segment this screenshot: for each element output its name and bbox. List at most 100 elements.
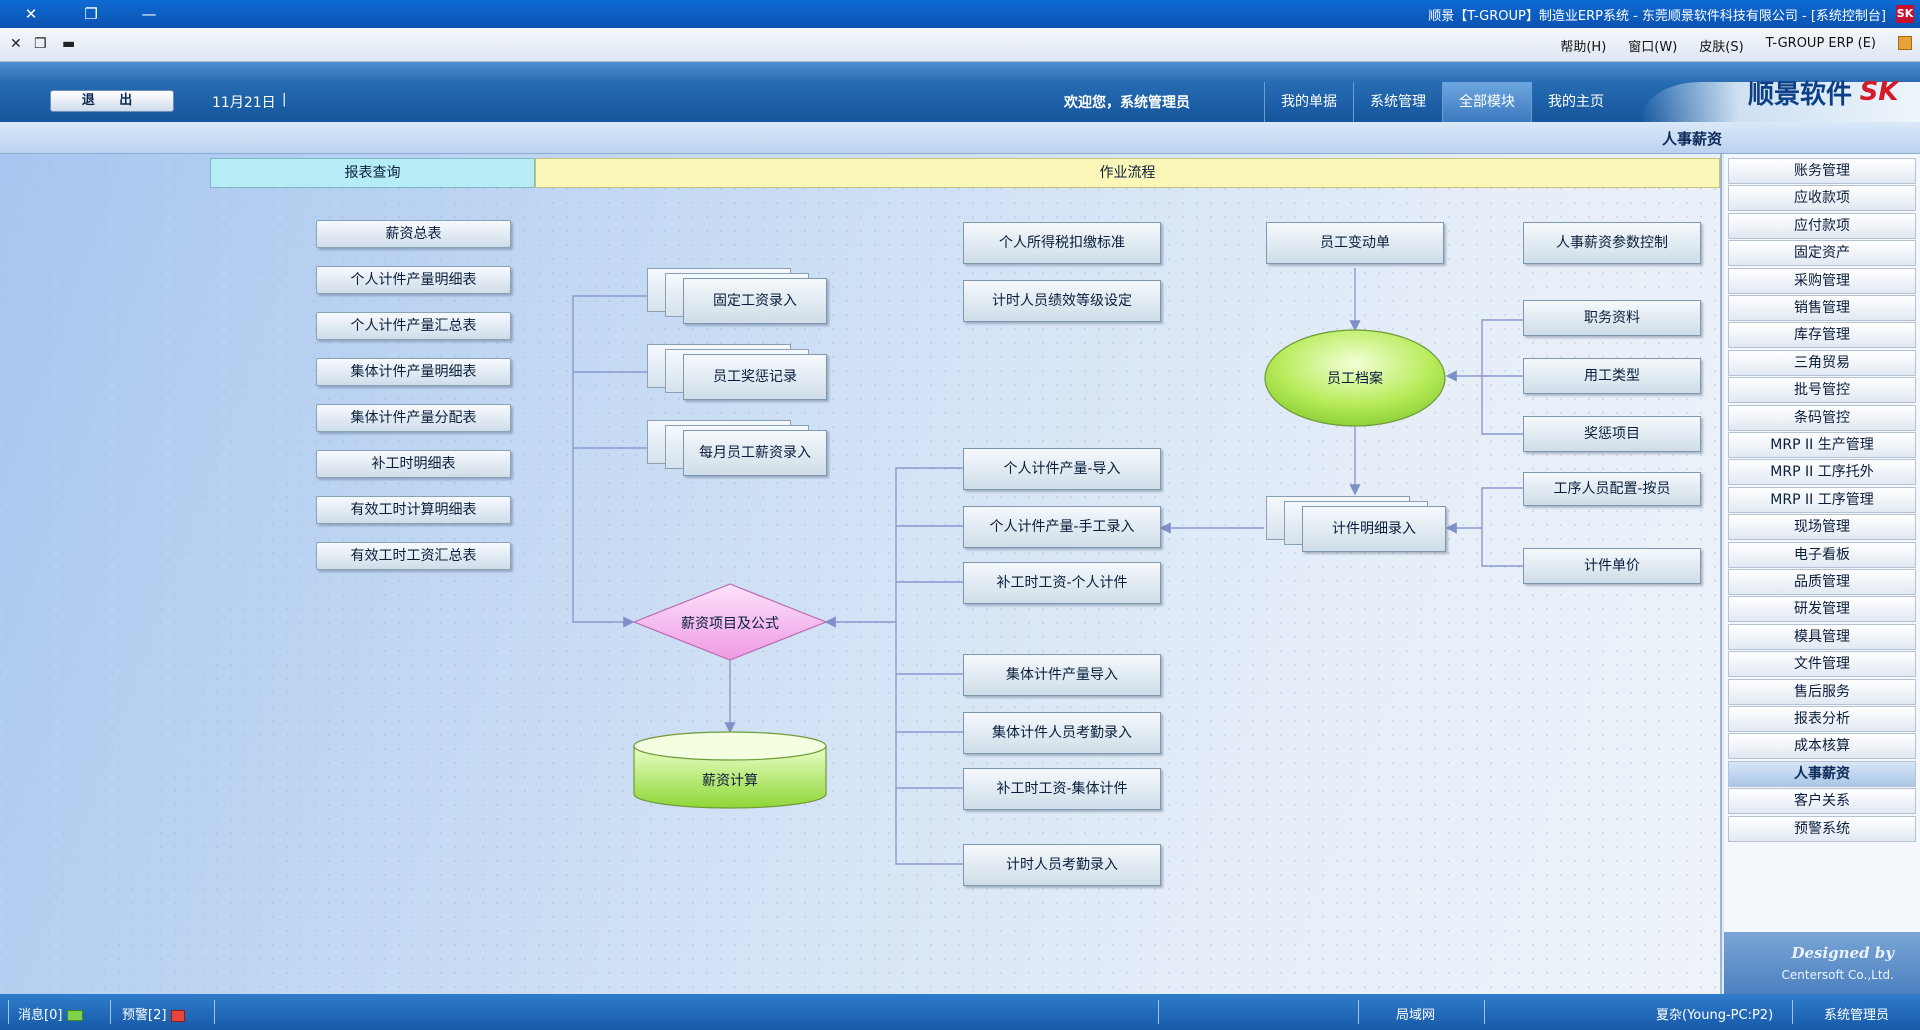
tab-my-home[interactable]: 我的主页 — [1531, 82, 1620, 122]
process-staff-config[interactable]: 工序人员配置-按员 — [1523, 472, 1701, 506]
employee-archive-shape[interactable] — [1264, 329, 1446, 427]
extra-hours-group-piece[interactable]: 补工时工资-集体计件 — [963, 768, 1161, 810]
child-close-icon[interactable]: ✕ — [10, 36, 22, 52]
workflow-header: 作业流程 — [535, 158, 1720, 188]
menu-erp[interactable]: T-GROUP ERP (E) — [1765, 36, 1876, 51]
sidebar-item[interactable]: 客户关系 — [1728, 788, 1916, 815]
monthly-salary-entry[interactable]: 每月员工薪资录入 — [683, 430, 827, 476]
erp-icon — [1898, 36, 1912, 50]
section-title: 人事薪资 — [1661, 130, 1722, 148]
hr-salary-params[interactable]: 人事薪资参数控制 — [1523, 222, 1701, 264]
report-personal-piece-detail[interactable]: 个人计件产量明细表 — [316, 266, 511, 294]
sidebar-item[interactable]: 报表分析 — [1728, 706, 1916, 732]
flow-connectors — [572, 268, 1523, 865]
company-label: Centersoft Co.,Ltd. — [1781, 968, 1894, 982]
menu-window[interactable]: 窗口(W) — [1628, 40, 1678, 55]
sidebar-item[interactable]: 电子看板 — [1728, 541, 1916, 568]
status-separator — [1158, 1000, 1159, 1024]
piece-detail-entry[interactable]: 计件明细录入 — [1302, 506, 1446, 552]
hourly-performance-levels[interactable]: 计时人员绩效等级设定 — [963, 280, 1161, 322]
mail-icon — [66, 1010, 83, 1021]
status-separator — [1484, 1000, 1485, 1024]
group-piece-import[interactable]: 集体计件产量导入 — [963, 654, 1161, 696]
sidebar-item[interactable]: 库存管理 — [1728, 322, 1916, 349]
brand-backdrop — [1640, 82, 1920, 122]
sidebar-item[interactable]: 批号管控 — [1728, 377, 1916, 404]
employee-change-slip[interactable]: 员工变动单 — [1266, 222, 1444, 264]
section-header: 人事薪资 — [0, 122, 1920, 154]
menu-skin[interactable]: 皮肤(S) — [1699, 40, 1744, 55]
sidebar-item[interactable]: MRP II 工序托外 — [1728, 459, 1916, 486]
report-valid-hours-detail[interactable]: 有效工时计算明细表 — [316, 496, 511, 524]
child-minimize-icon[interactable]: ▬ — [62, 36, 76, 52]
salary-items-formula[interactable]: 薪资项目及公式 — [681, 616, 779, 632]
sidebar-item[interactable]: 品质管理 — [1728, 569, 1916, 595]
sidebar-item[interactable]: 条码管控 — [1728, 404, 1916, 431]
sidebar-item[interactable]: 模具管理 — [1728, 623, 1916, 650]
sidebar-item[interactable]: 固定资产 — [1728, 240, 1916, 267]
sidebar-item[interactable]: MRP II 生产管理 — [1728, 432, 1916, 458]
restore-icon[interactable]: ❐ — [84, 5, 98, 23]
minimize-icon[interactable]: — — [141, 5, 157, 23]
extra-hours-personal-piece[interactable]: 补工时工资-个人计件 — [963, 562, 1161, 604]
stack-piece-detail[interactable]: 计件明细录入 — [1266, 496, 1446, 552]
report-query-header: 报表查询 — [210, 158, 535, 188]
menu-bar: ✕ ❐ ▬ 帮助(H) 窗口(W) 皮肤(S) T-GROUP ERP (E) — [0, 28, 1920, 62]
sidebar-item[interactable]: 研发管理 — [1728, 596, 1916, 623]
tab-my-documents[interactable]: 我的单据 — [1264, 82, 1353, 122]
sidebar-item[interactable]: 成本核算 — [1728, 733, 1916, 760]
stack-fixed-salary[interactable]: 固定工资录入 — [647, 268, 827, 324]
sidebar-item[interactable]: 采购管理 — [1728, 267, 1916, 294]
sidebar-item[interactable]: 现场管理 — [1728, 514, 1916, 541]
employee-archive[interactable]: 员工档案 — [1327, 371, 1383, 387]
sidebar-item[interactable]: MRP II 工序管理 — [1728, 486, 1916, 513]
personal-piece-manual-entry[interactable]: 个人计件产量-手工录入 — [963, 506, 1161, 548]
job-data[interactable]: 职务资料 — [1523, 300, 1701, 336]
current-date: 11月21日 — [212, 95, 276, 111]
window-title: 顺景【T-GROUP】制造业ERP系统 - 东莞顺景软件科技有限公司 - [系统… — [1428, 9, 1886, 24]
report-salary-summary[interactable]: 薪资总表 — [316, 220, 511, 248]
fixed-salary-entry[interactable]: 固定工资录入 — [683, 278, 827, 324]
alerts-status[interactable]: 预警[2] — [122, 1004, 185, 1023]
menu-list: 帮助(H) 窗口(W) 皮肤(S) T-GROUP ERP (E) — [1560, 36, 1912, 55]
report-group-piece-detail[interactable]: 集体计件产量明细表 — [316, 358, 511, 386]
status-separator — [1792, 1000, 1793, 1024]
exit-button[interactable]: 退 出 — [50, 90, 174, 112]
salary-calculation[interactable]: 薪资计算 — [702, 773, 758, 789]
report-valid-hours-wage[interactable]: 有效工时工资汇总表 — [316, 542, 511, 570]
flow-workspace: 报表查询 作业流程 — [0, 154, 1722, 994]
reward-penalty-record[interactable]: 员工奖惩记录 — [683, 354, 827, 400]
sidebar-item[interactable]: 售后服务 — [1728, 678, 1916, 705]
personal-piece-import[interactable]: 个人计件产量-导入 — [963, 448, 1161, 490]
title-bar: ✕ ❐ — 顺景【T-GROUP】制造业ERP系统 - 东莞顺景软件科技有限公司… — [0, 0, 1920, 28]
report-group-piece-allocation[interactable]: 集体计件产量分配表 — [316, 404, 511, 432]
employment-type[interactable]: 用工类型 — [1523, 358, 1701, 394]
close-icon[interactable]: ✕ — [24, 5, 38, 23]
report-extra-hours-detail[interactable]: 补工时明细表 — [316, 450, 511, 478]
sidebar-item[interactable]: 文件管理 — [1728, 651, 1916, 678]
group-piece-attendance[interactable]: 集体计件人员考勤录入 — [963, 712, 1161, 754]
salary-formula-shape[interactable] — [632, 583, 828, 661]
salary-calc-shape[interactable] — [633, 731, 827, 809]
sidebar-item[interactable]: 人事薪资 — [1728, 760, 1916, 787]
tab-all-modules[interactable]: 全部模块 — [1442, 82, 1531, 122]
sidebar-item[interactable]: 预警系统 — [1728, 815, 1916, 842]
sidebar-item[interactable]: 账务管理 — [1728, 158, 1916, 184]
stack-reward-penalty[interactable]: 员工奖惩记录 — [647, 344, 827, 400]
income-tax-standard[interactable]: 个人所得税扣缴标准 — [963, 222, 1161, 264]
menu-help[interactable]: 帮助(H) — [1560, 40, 1607, 55]
sidebar-item[interactable]: 应收款项 — [1728, 185, 1916, 212]
report-personal-piece-summary[interactable]: 个人计件产量汇总表 — [316, 312, 511, 340]
tab-system-management[interactable]: 系统管理 — [1353, 82, 1442, 122]
reward-penalty-items[interactable]: 奖惩项目 — [1523, 416, 1701, 452]
child-restore-icon[interactable]: ❐ — [34, 36, 47, 52]
hourly-attendance-entry[interactable]: 计时人员考勤录入 — [963, 844, 1161, 886]
sidebar-item[interactable]: 三角贸易 — [1728, 349, 1916, 376]
sidebar-item[interactable]: 应付款项 — [1728, 212, 1916, 239]
messages-status[interactable]: 消息[0] — [18, 1004, 83, 1023]
piece-unit-price[interactable]: 计件单价 — [1523, 548, 1701, 584]
sidebar-item[interactable]: 销售管理 — [1728, 295, 1916, 321]
user-status: 系统管理员 — [1824, 1008, 1890, 1023]
stack-monthly-salary[interactable]: 每月员工薪资录入 — [647, 420, 827, 476]
